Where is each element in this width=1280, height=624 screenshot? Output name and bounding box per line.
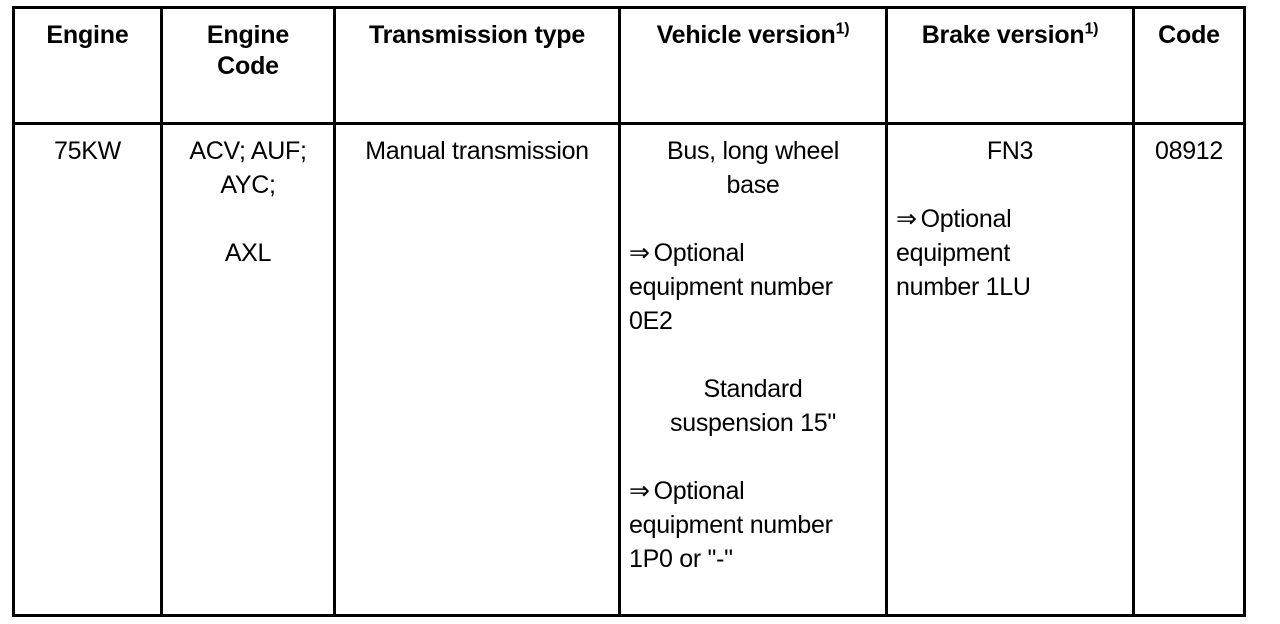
header-cell-vehicle-version: Vehicle version1) bbox=[618, 6, 888, 125]
header-label-engine-code-line2: Code bbox=[217, 52, 279, 80]
transmission-type-value: Manual transmission bbox=[365, 137, 589, 165]
engine-power-value: 75KW bbox=[54, 137, 121, 165]
header-label-transmission-type: Transmission type bbox=[368, 21, 586, 49]
header-label-code: Code bbox=[1158, 21, 1220, 49]
table-header-row: Engine Engine Code Transmission type bbox=[12, 6, 1246, 125]
code-value: 08912 bbox=[1154, 137, 1224, 165]
engine-code-spacer bbox=[171, 202, 325, 236]
header-cell-engine: Engine bbox=[12, 6, 163, 125]
brake-version-title: FN3 bbox=[986, 137, 1034, 165]
vehicle-version-note-1-line-1: ⇒Optional bbox=[629, 236, 877, 270]
vehicle-version-note-2-line-2: equipment number bbox=[629, 511, 833, 539]
vehicle-version-title-line-2: base bbox=[726, 171, 780, 199]
header-label-brake-version: Brake version bbox=[921, 21, 1085, 49]
vehicle-version-note-2-text-1: Optional bbox=[653, 477, 745, 505]
vehicle-version-note-2-line-3: 1P0 or "-" bbox=[629, 545, 733, 573]
cell-vehicle-version: Bus, long wheel base ⇒Optional equipment… bbox=[618, 122, 888, 617]
cell-code: 08912 bbox=[1132, 122, 1246, 617]
brake-version-note-line-1: ⇒Optional bbox=[896, 202, 1124, 236]
header-label-engine-code-line1: Engine bbox=[206, 21, 290, 49]
double-right-arrow-icon: ⇒ bbox=[629, 477, 650, 505]
brake-version-note-line-3: number 1LU bbox=[896, 273, 1031, 301]
table-row: 75KW ACV; AUF; AYC; AXL Manual transmiss… bbox=[12, 122, 1246, 617]
vehicle-version-note-1-line-3: 0E2 bbox=[629, 307, 673, 335]
vehicle-version-note-1-text-1: Optional bbox=[653, 239, 745, 267]
vehicle-version-spacer-1 bbox=[629, 202, 877, 236]
header-cell-transmission-type: Transmission type bbox=[333, 6, 621, 125]
vehicle-version-subtitle-line-1: Standard bbox=[703, 375, 803, 403]
cell-transmission-type: Manual transmission bbox=[333, 122, 621, 617]
vehicle-version-note-2-line-1: ⇒Optional bbox=[629, 474, 877, 508]
engine-code-line-1: ACV; AUF; bbox=[189, 137, 307, 165]
cell-engine-code: ACV; AUF; AYC; AXL bbox=[160, 122, 336, 617]
engine-code-line-3: AXL bbox=[224, 239, 272, 267]
double-right-arrow-icon: ⇒ bbox=[629, 239, 650, 267]
vehicle-version-spacer-2 bbox=[629, 338, 877, 372]
brake-version-spacer bbox=[896, 168, 1124, 202]
footnote-marker-vehicle-version: 1) bbox=[835, 20, 850, 38]
vehicle-version-subtitle-line-2: suspension 15" bbox=[670, 409, 836, 437]
brake-version-note-text-1: Optional bbox=[920, 205, 1012, 233]
header-cell-brake-version: Brake version1) bbox=[885, 6, 1135, 125]
vehicle-version-title-line-1: Bus, long wheel bbox=[666, 137, 839, 165]
double-right-arrow-icon: ⇒ bbox=[896, 205, 917, 233]
vehicle-specification-table: Engine Engine Code Transmission type bbox=[12, 6, 1246, 617]
header-cell-code: Code bbox=[1132, 6, 1246, 125]
footnote-marker-brake-version: 1) bbox=[1084, 20, 1099, 38]
cell-engine: 75KW bbox=[12, 122, 163, 617]
header-cell-engine-code: Engine Code bbox=[160, 6, 336, 125]
header-label-engine: Engine bbox=[46, 21, 129, 49]
cell-brake-version: FN3 ⇒Optional equipment number 1LU bbox=[885, 122, 1135, 617]
vehicle-version-spacer-3 bbox=[629, 440, 877, 474]
vehicle-version-note-1-line-2: equipment number bbox=[629, 273, 833, 301]
header-label-vehicle-version: Vehicle version bbox=[656, 21, 836, 49]
engine-code-line-2: AYC; bbox=[220, 171, 276, 199]
brake-version-note-line-2: equipment bbox=[896, 239, 1011, 267]
